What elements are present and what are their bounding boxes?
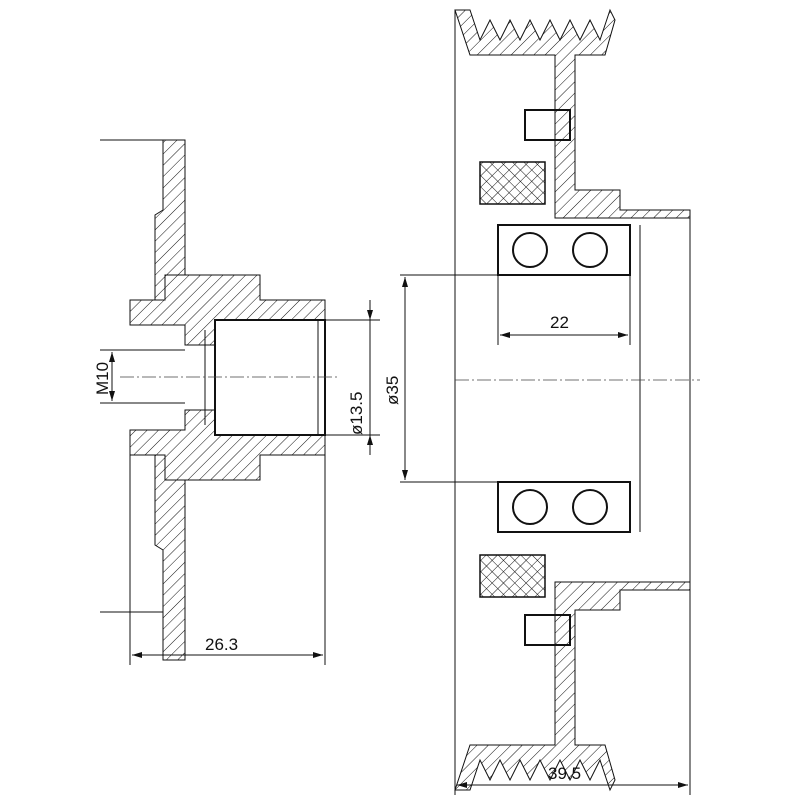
- hub-section-view: [100, 139, 380, 665]
- dimension-bore-diameter: ø35: [383, 376, 402, 405]
- pulley-section-view: [400, 8, 700, 795]
- dimension-pulley-width: 39.5: [548, 764, 581, 783]
- dimension-bearing-width: 22: [550, 313, 569, 332]
- dimension-thread: M10: [93, 362, 112, 395]
- dimension-hub-length: 26.3: [205, 635, 238, 654]
- dimension-hub-bore: ø13.5: [347, 392, 366, 435]
